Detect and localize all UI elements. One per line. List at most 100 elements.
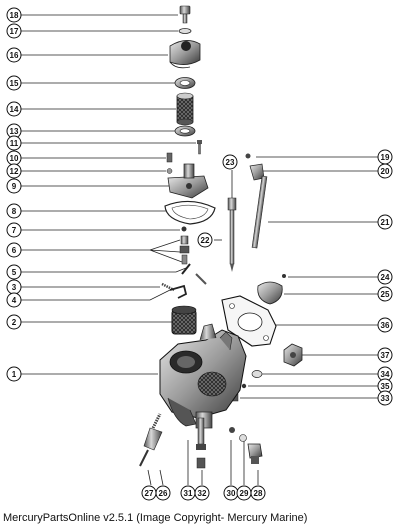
- callout-number-25: 25: [381, 290, 390, 299]
- callout-circle: [377, 347, 393, 363]
- callout-number-31: 31: [184, 489, 193, 498]
- callout-number-23: 23: [226, 158, 235, 167]
- callout-circle: [6, 203, 22, 219]
- callout-number-28: 28: [254, 489, 263, 498]
- callout-number-19: 19: [381, 153, 390, 162]
- callout-circle: [250, 485, 266, 501]
- callout-number-15: 15: [10, 79, 19, 88]
- flange-gasket-part: [221, 295, 277, 347]
- callout-circle: [6, 163, 22, 179]
- callout-number-37: 37: [381, 351, 390, 360]
- callout-circle: [194, 485, 210, 501]
- callout-number-16: 16: [10, 51, 19, 60]
- callout-circle: [6, 242, 22, 258]
- leader-lines: [21, 14, 378, 486]
- main-jet-part: [196, 417, 206, 469]
- gasket-part: [164, 200, 216, 225]
- callout-circle: [6, 178, 22, 194]
- float-part: [171, 305, 197, 335]
- float-pin-part: [181, 263, 207, 285]
- callout-circle: [6, 101, 22, 117]
- parts: [139, 5, 303, 469]
- callout-number-10: 10: [10, 154, 19, 163]
- callout-circle: [377, 163, 393, 179]
- callout-number-2: 2: [12, 318, 17, 327]
- washer-part: [166, 168, 173, 174]
- screw-part: [179, 5, 191, 24]
- needle-valve-part: [179, 235, 190, 265]
- callout-circle: [377, 269, 393, 285]
- screw-part: [166, 152, 173, 163]
- callout-circle: [377, 390, 393, 406]
- callout-circle: [377, 317, 393, 333]
- adjustment-needle-part: [227, 197, 237, 272]
- callout-number-9: 9: [12, 182, 17, 191]
- inlet-housing-part: [167, 163, 209, 199]
- image-caption: MercuryPartsOnline v2.5.1 (Image Copyrig…: [3, 512, 308, 524]
- screw-part: [241, 383, 247, 389]
- callout-number-17: 17: [10, 27, 19, 36]
- callout-number-22: 22: [201, 236, 210, 245]
- callout-circle: [6, 75, 22, 91]
- callout-circle: [6, 366, 22, 382]
- callout-number-7: 7: [12, 226, 17, 235]
- callout-circle: [197, 232, 213, 248]
- nut-part: [283, 343, 303, 367]
- callout-circle: [222, 154, 238, 170]
- callout-number-33: 33: [381, 394, 390, 403]
- screw-part: [229, 427, 235, 433]
- callout-number-8: 8: [12, 207, 17, 216]
- callout-number-6: 6: [12, 246, 17, 255]
- screw-part: [282, 274, 286, 278]
- ring-part: [174, 77, 196, 89]
- small-screw-part: [197, 140, 202, 155]
- throttle-plate-part: [257, 281, 283, 305]
- callout-circle: [377, 214, 393, 230]
- callout-number-29: 29: [240, 489, 249, 498]
- callout-circle: [6, 222, 22, 238]
- callout-number-21: 21: [381, 218, 390, 227]
- callout-circle: [6, 264, 22, 280]
- callout-circle: [377, 286, 393, 302]
- callout-number-5: 5: [12, 268, 17, 277]
- callout-number-3: 3: [12, 283, 17, 292]
- jet-screw-part: [139, 413, 163, 467]
- washer-part: [239, 434, 247, 442]
- washer-part: [251, 370, 263, 378]
- callout-number-32: 32: [198, 489, 207, 498]
- callout-number-14: 14: [10, 105, 19, 114]
- callout-circle: [6, 47, 22, 63]
- carburetor-body-part: [159, 323, 247, 429]
- callout-number-27: 27: [145, 489, 154, 498]
- callout-circle: [6, 135, 22, 151]
- check-ball-part: [181, 226, 187, 232]
- callout-number-18: 18: [10, 11, 19, 20]
- callout-number-35: 35: [381, 382, 390, 391]
- drain-plug-part: [247, 443, 263, 464]
- callout-number-13: 13: [10, 127, 19, 136]
- float-arm-part: [169, 284, 188, 299]
- bowl-cover-part: [169, 40, 201, 69]
- callout-number-26: 26: [159, 489, 168, 498]
- callout-number-24: 24: [381, 273, 390, 282]
- callout-number-20: 20: [381, 167, 390, 176]
- callout-number-12: 12: [10, 167, 19, 176]
- callout-number-1: 1: [12, 370, 17, 379]
- washer-part: [178, 28, 192, 34]
- callout-labels: 1817161514131110129876534211920212425363…: [6, 7, 393, 501]
- callout-number-34: 34: [381, 370, 390, 379]
- screw-part: [245, 153, 251, 159]
- callout-circle: [6, 7, 22, 23]
- callout-number-11: 11: [10, 139, 19, 148]
- gasket-ring-part: [174, 125, 196, 137]
- throttle-shaft-part: [251, 175, 268, 249]
- callout-circle: [6, 292, 22, 308]
- callout-circle: [155, 485, 171, 501]
- callout-number-30: 30: [227, 489, 236, 498]
- callout-circle: [6, 23, 22, 39]
- callout-number-4: 4: [12, 296, 17, 305]
- callout-circle: [6, 314, 22, 330]
- filter-part: [176, 92, 194, 126]
- callout-number-36: 36: [381, 321, 390, 330]
